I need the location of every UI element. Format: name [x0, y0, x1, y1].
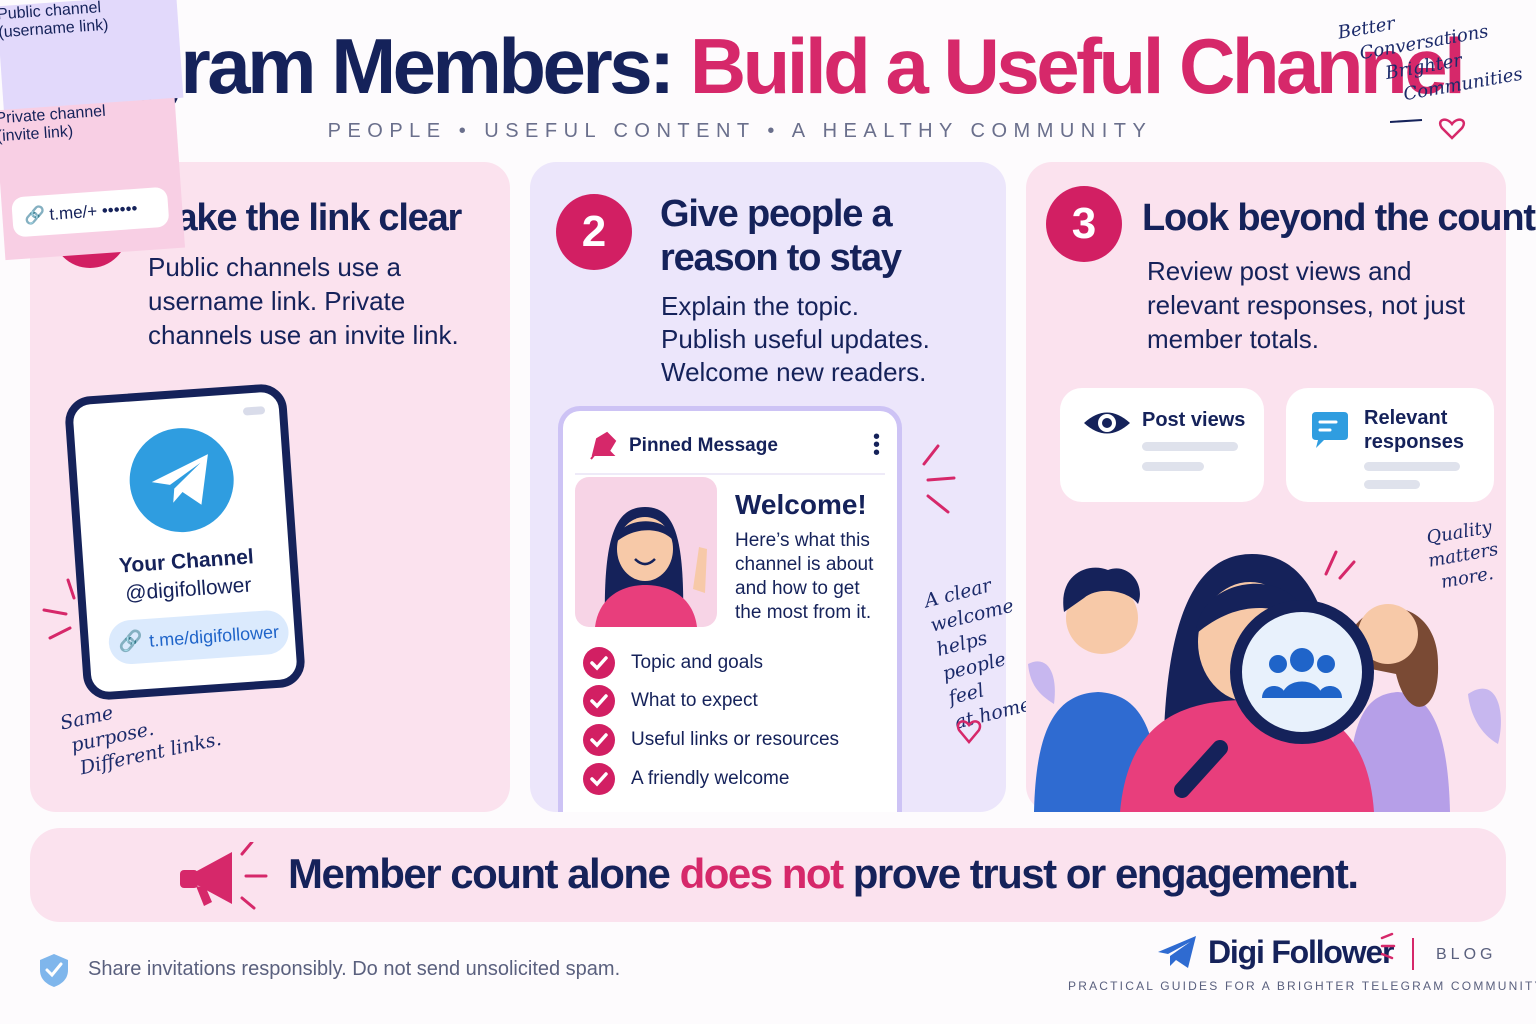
welcome-line: Here’s what this [735, 530, 870, 551]
check-icon [583, 685, 615, 717]
shield-check-icon [40, 954, 68, 987]
placeholder-bar [1142, 462, 1204, 471]
body-line: Publish useful updates. [661, 324, 930, 354]
link-icon: 🔗 [23, 205, 47, 226]
step-number: 3 [1046, 186, 1122, 262]
step-number: 2 [556, 194, 632, 270]
title-part-2: Build a Useful Channel [689, 22, 1466, 110]
body-line: relevant responses, not just [1147, 290, 1465, 320]
placeholder-bar [1142, 442, 1238, 451]
body-line: Review post views and [1147, 256, 1412, 286]
stat-card-relevant-responses: Relevant responses [1286, 388, 1494, 502]
checklist-label: Useful links or resources [631, 729, 840, 750]
panel-title: Make the link clear [146, 197, 462, 239]
checklist-label: What to expect [631, 690, 758, 711]
blog-label[interactable]: BLOG [1436, 946, 1497, 963]
banner-emphasis: does not [679, 850, 845, 897]
phone-speaker [242, 406, 266, 416]
check-icon [583, 724, 615, 756]
panel-body: Public channels use a username link. Pri… [148, 250, 498, 352]
panel-body: Review post views and relevant responses… [1147, 254, 1499, 356]
avatar-illustration [575, 477, 717, 627]
heart-icon [956, 720, 982, 744]
panel-body: Explain the topic. Publish useful update… [661, 290, 981, 389]
body-line: member totals. [1147, 324, 1319, 354]
telegram-logo-icon [126, 424, 238, 536]
chat-icon [1312, 412, 1348, 448]
brand-tagline: PRACTICAL GUIDES FOR A BRIGHTER TELEGRAM… [1068, 979, 1536, 993]
link-icon: 🔗 [117, 630, 145, 654]
pinned-message-card: Pinned Message ••• Welcome! Here’s what … [558, 406, 902, 812]
body-line: Explain the topic. [661, 291, 860, 321]
body-line: Public channels use a [148, 252, 401, 282]
title-line: Give people a [660, 193, 893, 235]
welcome-line: channel is about [735, 554, 874, 575]
stat-label-line: Relevant [1364, 407, 1448, 429]
check-icon [583, 647, 615, 679]
pinned-header: Pinned Message [629, 435, 778, 456]
checklist-label: A friendly welcome [631, 768, 790, 789]
panel-title: Look beyond the count [1142, 197, 1536, 239]
brand-logo-icon [1158, 936, 1196, 968]
stat-label: Relevant responses [1364, 406, 1464, 454]
public-channel-bubble: Public channel (username link) [0, 0, 184, 111]
private-channel-bubble: Private channel (invite link) 🔗t.me/+ ••… [0, 97, 186, 261]
body-line: username link. Private [148, 286, 406, 316]
stat-label: Post views [1142, 409, 1246, 431]
divider [575, 473, 885, 475]
pin-icon [590, 431, 617, 460]
megaphone-icon [180, 842, 268, 910]
banner-text: Member count alone does not prove trust … [288, 850, 1359, 898]
disclaimer: Share invitations responsibly. Do not se… [88, 958, 621, 980]
phone-mockup: Your Channel @digifollower 🔗t.me/digifol… [63, 382, 307, 702]
page-subtitle: PEOPLE • USEFUL CONTENT • A HEALTHY COMM… [327, 120, 1153, 142]
body-line: channels use an invite link. [148, 320, 459, 350]
emphasis-marks-icon [922, 444, 956, 514]
brand-name[interactable]: Digi Follower [1208, 934, 1394, 970]
body-line: Welcome new readers. [661, 357, 927, 387]
check-icon [583, 763, 615, 795]
private-link-text: t.me/+ •••••• [48, 198, 139, 224]
key-message-banner: Member count alone does not prove trust … [30, 828, 1506, 922]
stat-card-post-views: Post views [1060, 388, 1264, 502]
checklist-label: Topic and goals [631, 652, 764, 673]
banner-text-before: Member count alone [288, 850, 680, 897]
welcome-line: and how to get [735, 578, 860, 599]
emphasis-marks-icon [42, 578, 76, 640]
panel-title: Give people a reason to stay [660, 192, 902, 280]
page-title: Telegram Members: Build a Useful Channel [0, 24, 1466, 108]
welcome-title: Welcome! [735, 489, 867, 520]
title-line: reason to stay [660, 237, 902, 279]
sparkle-marks-icon [1380, 932, 1396, 960]
placeholder-bar [1364, 480, 1420, 489]
private-link[interactable]: 🔗t.me/+ •••••• [11, 186, 170, 238]
divider [1412, 938, 1414, 970]
placeholder-bar [1364, 462, 1460, 471]
public-link-text: t.me/digifollower [148, 621, 280, 651]
eye-icon [1084, 412, 1130, 434]
heart-icon [1390, 118, 1466, 140]
corner-note: Better Conversations Brighter Communitie… [1336, 0, 1524, 117]
welcome-text: Here’s what this channel is about and ho… [735, 529, 895, 625]
welcome-line: the most from it. [735, 602, 872, 623]
public-link[interactable]: 🔗t.me/digifollower [107, 609, 290, 666]
more-options-icon[interactable]: ••• [873, 426, 881, 464]
people-magnifier-illustration [1028, 550, 1501, 812]
stat-label-line: responses [1364, 431, 1465, 453]
banner-text-after: prove trust or engagement. [842, 850, 1359, 897]
